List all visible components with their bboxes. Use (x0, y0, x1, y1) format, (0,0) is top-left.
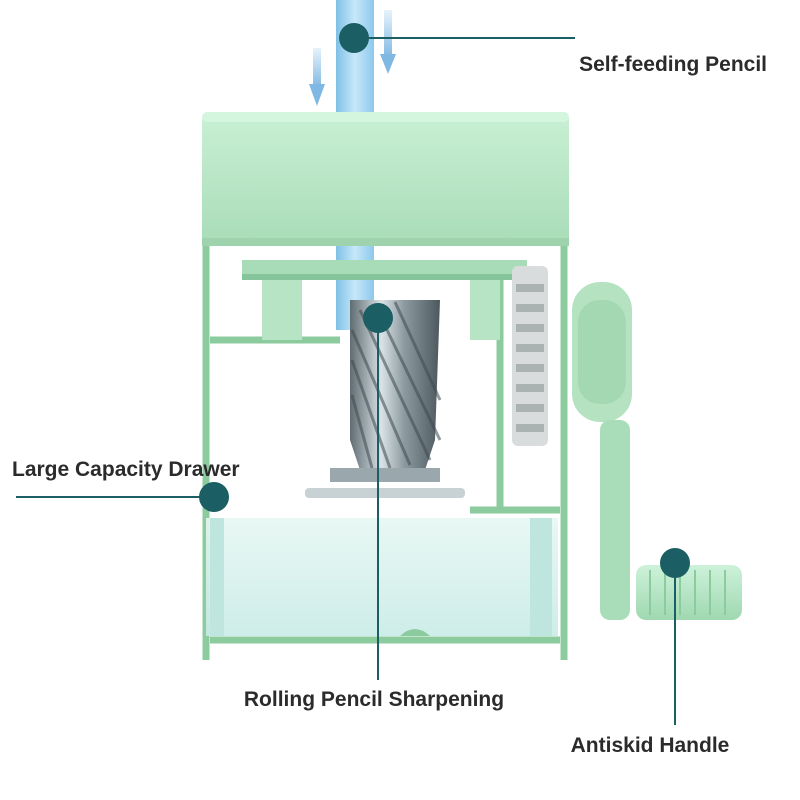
callout-dot (199, 482, 229, 512)
side-gear (512, 266, 548, 446)
callout-dot (339, 23, 369, 53)
callout-self-feeding-pencil: Self-feeding Pencil (339, 23, 767, 76)
antiskid-grip (636, 565, 742, 620)
callout-label-antiskid-handle: Antiskid Handle (571, 734, 730, 757)
gear-ring (242, 260, 527, 340)
callout-label-rolling-pencil-sharpening: Rolling Pencil Sharpening (244, 688, 504, 711)
down-arrow-icon (309, 48, 325, 106)
top-housing (202, 112, 569, 246)
down-arrow-icon (380, 10, 396, 74)
callout-label-large-capacity-drawer: Large Capacity Drawer (12, 458, 240, 481)
blade-cutter (305, 300, 465, 498)
callout-antiskid-handle: Antiskid Handle (571, 548, 730, 757)
drawer (206, 518, 558, 636)
callout-dot (363, 303, 393, 333)
callout-dot (660, 548, 690, 578)
callout-label-self-feeding-pencil: Self-feeding Pencil (579, 53, 767, 76)
callout-large-capacity-drawer: Large Capacity Drawer (12, 458, 240, 512)
crank-handle (572, 282, 632, 620)
callout-rolling-pencil-sharpening: Rolling Pencil Sharpening (244, 303, 504, 711)
